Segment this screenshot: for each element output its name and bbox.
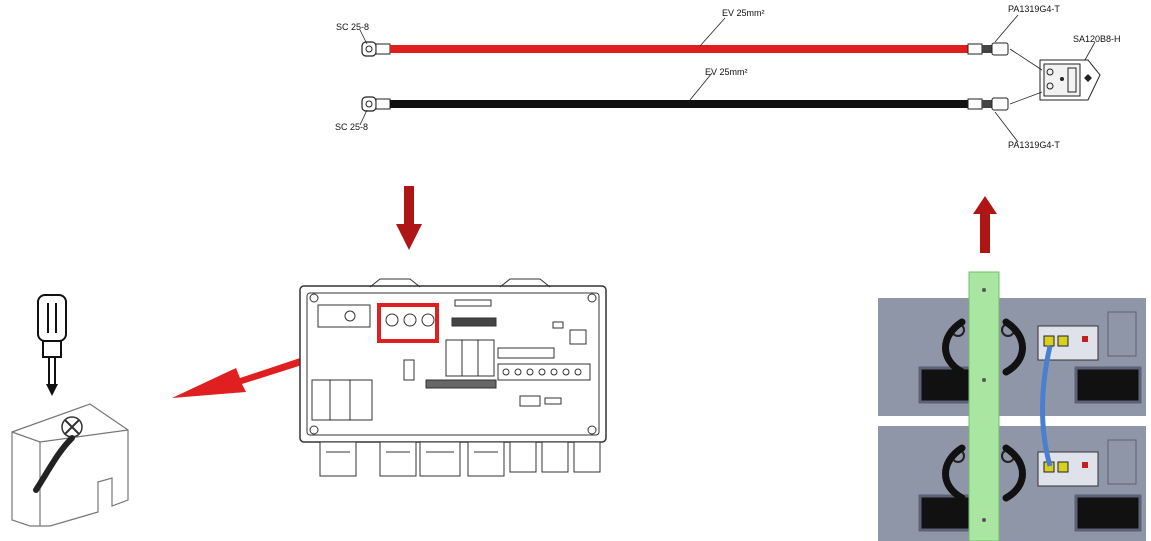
connector-sa120b8h: [1039, 59, 1101, 101]
label-black-cable-spec: EV 25mm²: [705, 67, 748, 77]
black-negative-cable: [361, 96, 1009, 112]
down-arrow: [396, 186, 422, 250]
inverter-drawing: [299, 278, 607, 477]
terminal-block-icon: [11, 403, 129, 527]
label-bottom-right-lug: PA1319G4-T: [1008, 140, 1060, 150]
leader-lines: [359, 14, 1096, 143]
label-top-right-lug: PA1319G4-T: [1008, 4, 1060, 14]
label-connector: SA120B8-H: [1073, 34, 1121, 44]
screwdriver-icon: [37, 294, 67, 396]
battery-stack: [878, 271, 1146, 541]
green-busbar: [968, 271, 1000, 541]
busbar-cable-loops: [942, 318, 1026, 502]
blue-link-cable: [1040, 345, 1053, 467]
up-arrow: [973, 196, 997, 253]
battery-module-bottom: [878, 426, 1146, 541]
red-positive-cable: [361, 41, 1009, 57]
cable-assembly: SC 25-8 SC 25-8 PA1319G4-T PA1319G4-T SA…: [335, 4, 1121, 150]
label-red-cable-spec: EV 25mm²: [722, 8, 765, 18]
battery-module-top: [878, 298, 1146, 416]
cable-glands: [319, 441, 601, 477]
label-top-left-lug: SC 25-8: [336, 22, 369, 32]
pointer-arrow: [172, 338, 362, 398]
terminal-highlight-box: [377, 303, 439, 343]
label-bottom-left-lug: SC 25-8: [335, 122, 368, 132]
